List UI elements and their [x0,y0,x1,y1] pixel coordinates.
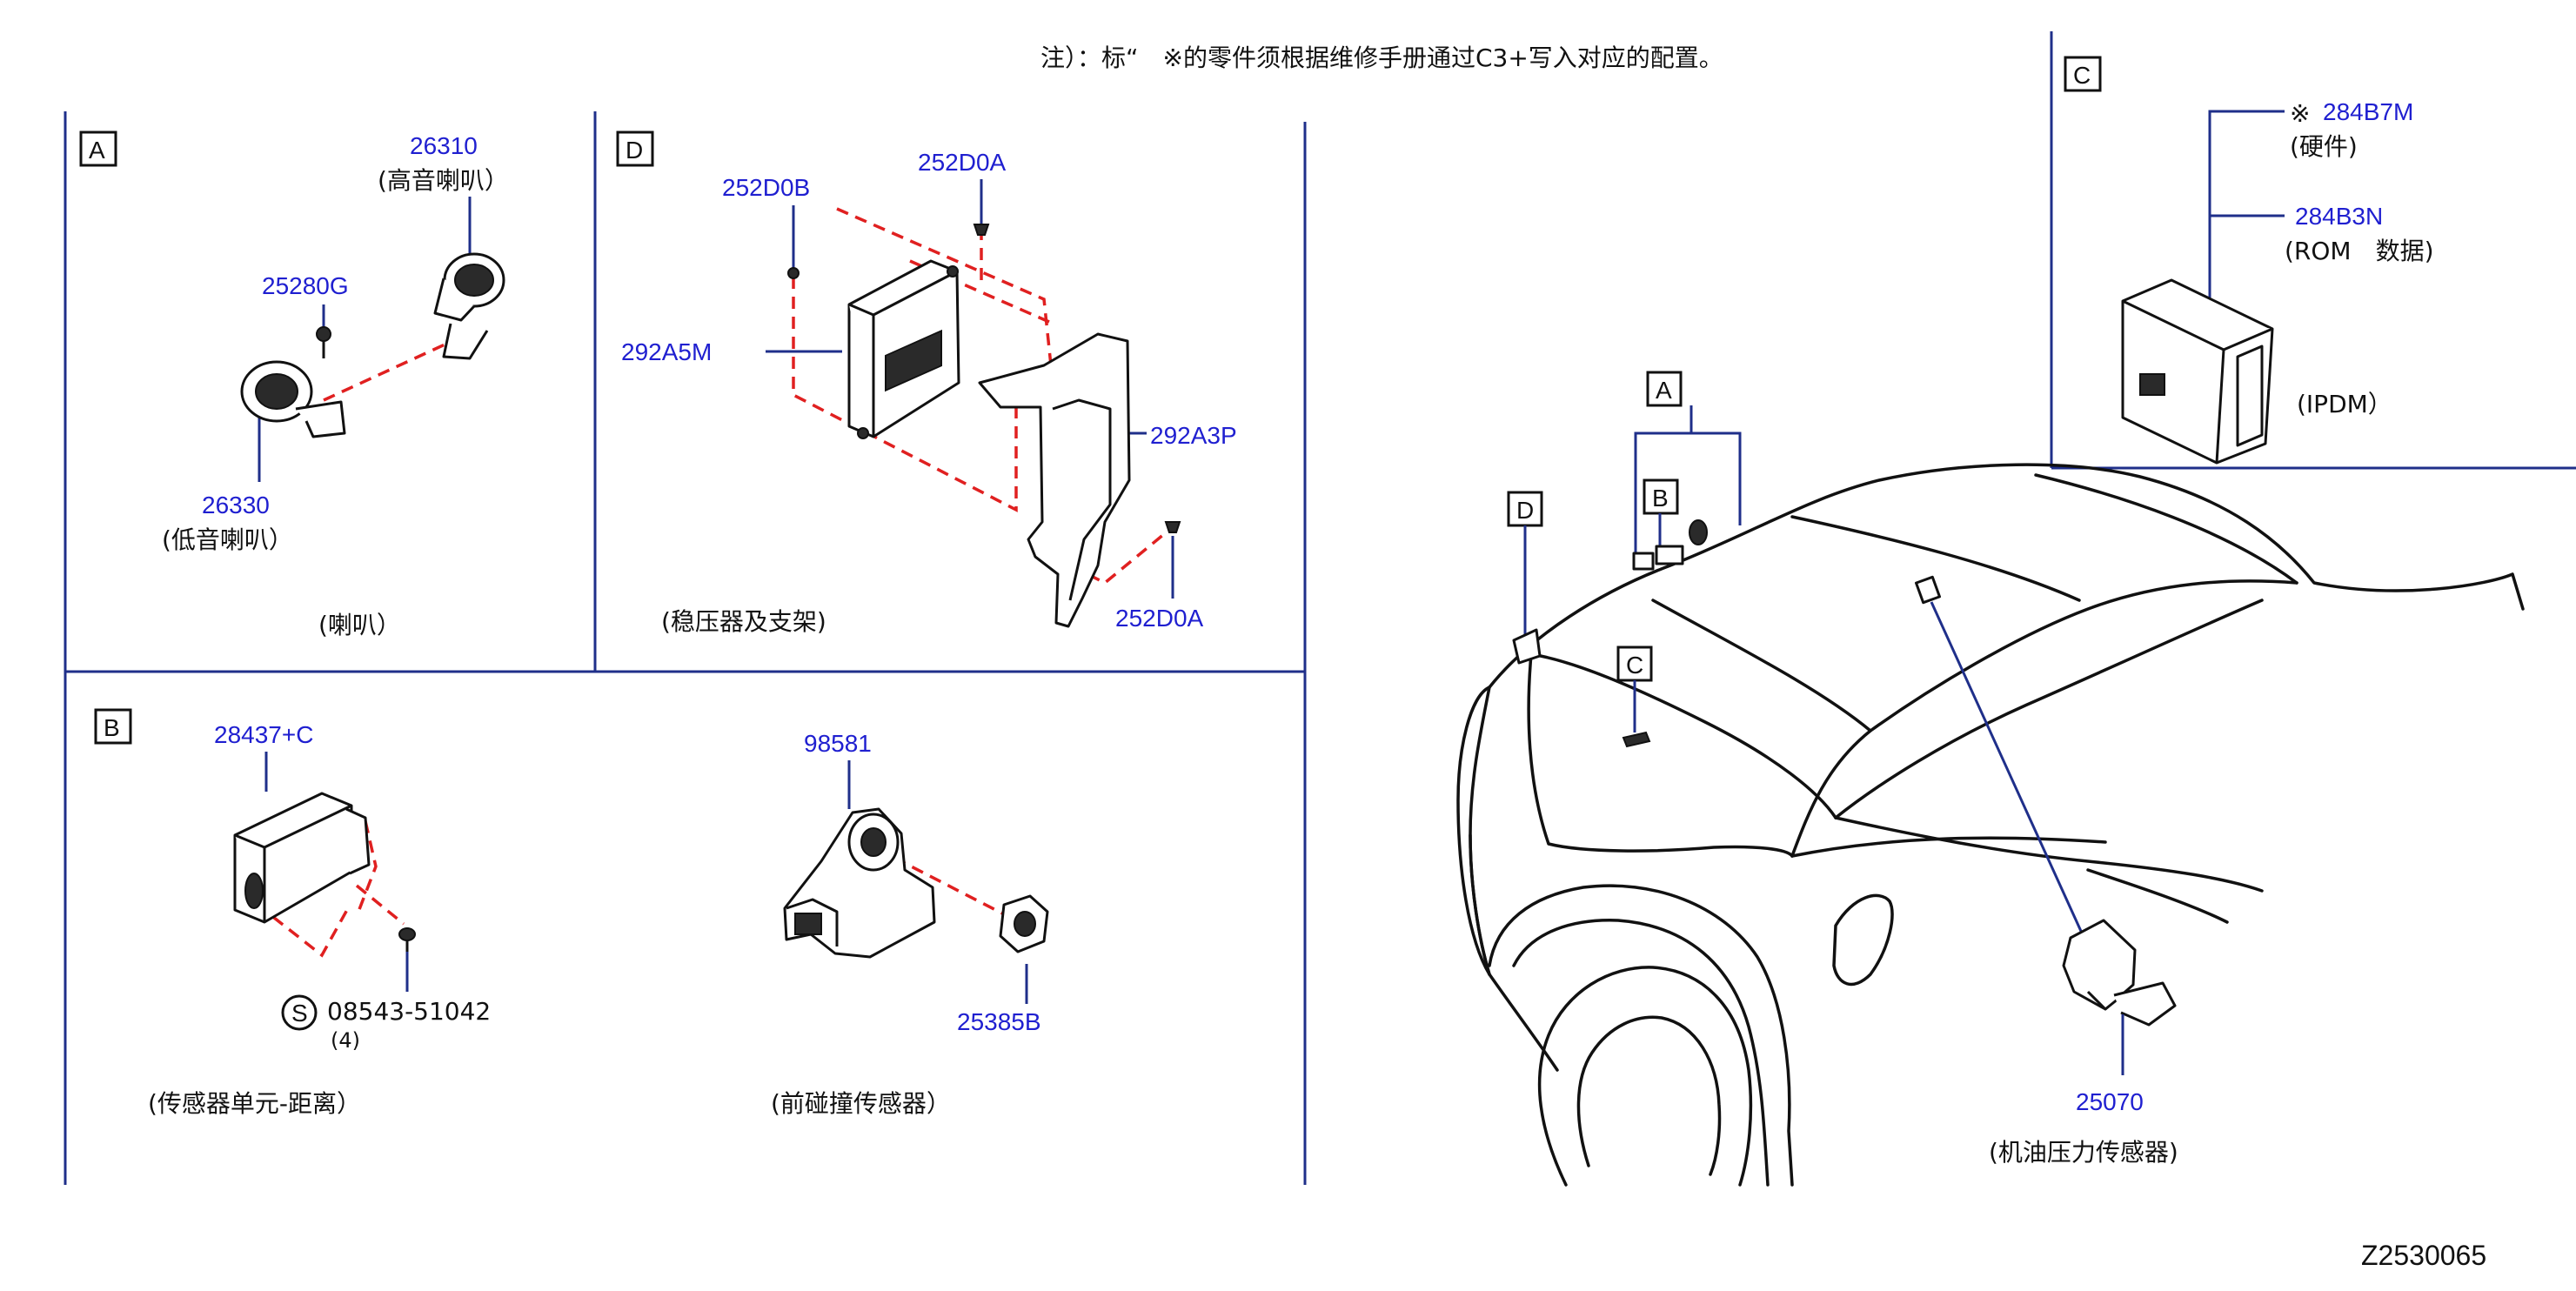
screw-symbol-circle [281,994,318,1031]
part-25280G[interactable]: 25280G [262,272,349,299]
nut-25385B-icon [999,894,1049,953]
vehicle-label-c-box [1616,646,1653,682]
vehicle-label-d-box [1507,491,1543,527]
low-tone-horn-icon [240,360,346,438]
part-26330-desc: (低音喇叭） [162,525,293,554]
panel-d-letter: D [626,137,643,164]
screw-08543-icon [398,927,416,952]
part-284B3N-desc: (ROM 数据) [2285,237,2434,265]
part-284B3N[interactable]: 284B3N [2295,203,2383,230]
part-252D0A-bottom[interactable]: 252D0A [1115,605,1204,632]
panel-c: C ※ 284B7M (硬件) 284B3N (ROM 数据) (IPDM） [2064,56,2434,465]
panel-a: A 26310 (高音喇叭） 25280G 26330 (低音喇叭） (喇叭） [79,130,509,639]
panel-b-sensor-caption: (传感器单元-距离） [148,1089,361,1118]
mark-symbol: ※ [2290,99,2310,128]
part-292A5M[interactable]: 292A5M [621,338,712,365]
diagram-code: Z2530065 [2361,1240,2486,1271]
distance-sensor-unit-icon [233,792,371,924]
panel-a-caption: (喇叭） [318,611,401,639]
panel-d-caption: (稳压器及支架) [661,607,826,636]
panel-c-letter-box [2064,56,2102,92]
wheel-arch [1488,884,1794,1187]
panel-b: B 28437+C S 08543-51042 (4) (传感器单元-距离） 9… [94,708,1049,1118]
panel-a-letter: A [89,137,105,164]
panel-b-letter: B [104,714,120,741]
panel-c-caption: (IPDM） [2297,390,2392,418]
screw-252D0A-bottom-icon [1164,521,1181,533]
vehicle-overview: A B D C 25070 (机油压力传感器) [1456,371,2525,1187]
part-26310-desc: (高音喇叭） [378,166,509,195]
part-292A3P[interactable]: 292A3P [1150,422,1237,449]
vehicle-label-d: D [1516,497,1534,524]
part-284B7M-desc: (硬件) [2290,132,2358,161]
part-98581[interactable]: 98581 [804,730,872,757]
regulator-bracket-icon [978,332,1131,628]
vehicle-label-b: B [1652,485,1669,512]
regulator-location-icon [1512,628,1542,665]
hood-outline [1488,463,2525,689]
part-25070[interactable]: 25070 [2076,1088,2144,1115]
front-crash-sensor-icon [783,807,936,959]
part-284B7M[interactable]: 284B7M [2323,98,2413,125]
panel-d-letter-box [616,130,654,167]
ipdm-module-icon [2121,278,2274,465]
panel-b-letter-box [94,708,132,745]
horn-location-icon [1632,519,1708,571]
panel-b-crash-caption: (前碰撞传感器） [771,1089,951,1118]
part-28437C[interactable]: 28437+C [214,721,313,748]
part-25070-desc: (机油压力传感器) [1989,1138,2178,1167]
panel-frames [64,31,2576,1185]
part-26310[interactable]: 26310 [410,132,478,159]
part-08543-qty: (4) [331,1028,360,1053]
voltage-regulator-icon [847,259,960,439]
screw-252D0B-icon [787,267,800,279]
screw-symbol: S [291,1000,308,1027]
oil-pressure-sensor-icon [2062,919,2177,1027]
bolt-25280G-icon [316,326,331,358]
vehicle-label-a: A [1656,377,1672,404]
part-252D0B[interactable]: 252D0B [722,174,810,201]
front-wheel [1537,966,1753,1187]
side-lamp [1832,893,1894,987]
part-25385B[interactable]: 25385B [957,1008,1041,1035]
part-08543-51042[interactable]: 08543-51042 [327,997,491,1026]
panel-a-letter-box [79,130,117,167]
part-26330[interactable]: 26330 [202,492,270,518]
screw-252D0A-top-icon [973,224,990,236]
high-tone-horn-icon [433,252,505,360]
part-252D0A-top[interactable]: 252D0A [918,149,1007,176]
panel-c-letter: C [2073,62,2091,89]
panel-d: D 252D0B 252D0A 292A5M 292A3P 252D0A (稳压… [616,130,1237,636]
oil-sensor-location-icon [1914,575,1942,605]
vehicle-label-c: C [1626,652,1643,679]
vehicle-label-a-box [1646,371,1683,407]
ipdm-location-icon [1622,731,1651,748]
top-note: 注）：标“ ※的零件须根据维修手册通过C3+写入对应的配置。 [1040,43,1723,72]
